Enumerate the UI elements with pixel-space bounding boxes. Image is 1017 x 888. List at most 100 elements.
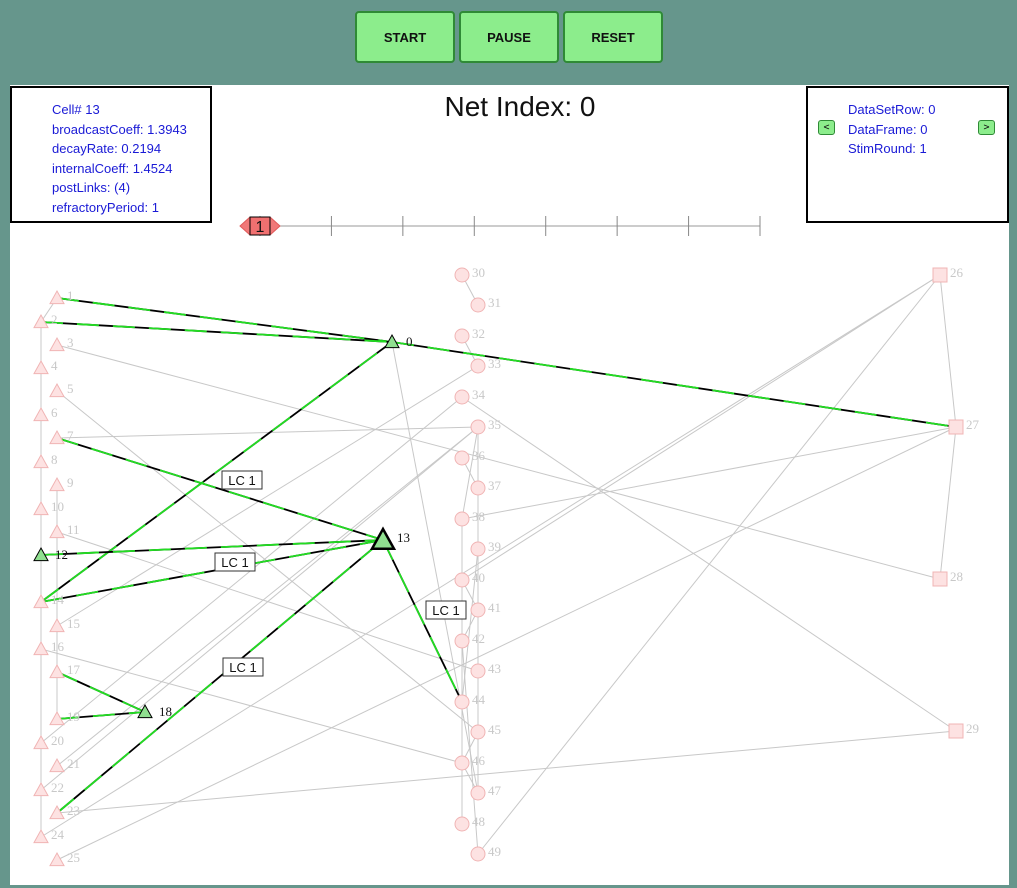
neuron-14[interactable] — [33, 593, 49, 609]
start-button[interactable]: START — [355, 11, 455, 63]
input-node-41[interactable] — [470, 602, 486, 618]
active-link-signal — [40, 539, 384, 556]
neuron-10[interactable] — [33, 500, 49, 516]
post-links: postLinks: (4) — [52, 180, 131, 196]
input-node-46[interactable] — [454, 755, 470, 771]
input-node-32[interactable] — [454, 328, 470, 344]
neuron-21[interactable] — [49, 757, 65, 773]
input-node-37[interactable] — [470, 480, 486, 496]
input-node-33[interactable] — [470, 358, 486, 374]
inactive-link — [40, 648, 463, 764]
neuron-13[interactable] — [369, 526, 397, 551]
neuron-19[interactable] — [49, 710, 65, 726]
input-node-42[interactable] — [454, 633, 470, 649]
input-node-48[interactable] — [454, 816, 470, 832]
neuron-17[interactable] — [49, 663, 65, 679]
active-link-signal — [382, 539, 463, 703]
inactive-link — [391, 341, 479, 794]
input-node-36[interactable] — [454, 450, 470, 466]
output-node-29[interactable] — [948, 723, 964, 739]
neuron-16[interactable] — [33, 640, 49, 656]
input-node-34[interactable] — [454, 389, 470, 405]
input-node-39[interactable] — [470, 541, 486, 557]
node-label-20: 20 — [51, 733, 64, 748]
input-node-40[interactable] — [454, 572, 470, 588]
node-label-2: 2 — [51, 312, 58, 327]
active-link-signal — [56, 437, 384, 541]
output-node-27[interactable] — [948, 419, 964, 435]
node-label-4: 4 — [51, 358, 58, 373]
neuron-22[interactable] — [33, 781, 49, 797]
active-link-signal — [56, 711, 146, 720]
node-label-1: 1 — [67, 288, 74, 303]
neuron-15[interactable] — [49, 617, 65, 633]
neuron-12[interactable] — [33, 546, 49, 562]
input-node-35[interactable] — [470, 419, 486, 435]
node-label-48: 48 — [472, 814, 485, 829]
node-label-43: 43 — [488, 661, 501, 676]
node-label-41: 41 — [488, 600, 501, 615]
inactive-link — [56, 344, 941, 580]
node-label-21: 21 — [67, 756, 80, 771]
node-label-27: 27 — [966, 417, 980, 432]
inactive-link — [56, 426, 479, 767]
neuron-24[interactable] — [33, 828, 49, 844]
link-label-box — [221, 470, 263, 490]
neuron-9[interactable] — [49, 476, 65, 492]
internal-coeff: internalCoeff: 1.4524 — [52, 160, 173, 176]
inactive-link — [939, 426, 957, 580]
prev-frame-button[interactable]: < — [818, 120, 835, 135]
input-node-43[interactable] — [470, 663, 486, 679]
pause-button[interactable]: PAUSE — [459, 11, 559, 63]
node-label-10: 10 — [51, 499, 64, 514]
timeline-marker-box[interactable] — [249, 216, 271, 236]
input-node-38[interactable] — [454, 511, 470, 527]
neuron-4[interactable] — [33, 359, 49, 375]
neuron-0[interactable] — [384, 333, 400, 349]
neuron-7[interactable] — [49, 429, 65, 445]
node-label-9: 9 — [67, 475, 74, 490]
neuron-20[interactable] — [33, 734, 49, 750]
broadcast-coeff: broadcastCoeff: 1.3943 — [52, 121, 187, 137]
node-label-35: 35 — [488, 417, 501, 432]
neuron-6[interactable] — [33, 406, 49, 422]
neuron-8[interactable] — [33, 453, 49, 469]
node-label-49: 49 — [488, 844, 501, 859]
reset-button[interactable]: RESET — [563, 11, 663, 63]
neuron-5[interactable] — [49, 382, 65, 398]
neuron-2[interactable] — [33, 313, 49, 329]
decay-rate: decayRate: 0.2194 — [52, 141, 162, 157]
input-node-31[interactable] — [470, 297, 486, 313]
node-label-25: 25 — [67, 850, 80, 865]
next-frame-button[interactable]: > — [978, 120, 995, 135]
net-index-title: Net Index: 0 — [444, 91, 596, 122]
node-label-11: 11 — [67, 522, 80, 537]
input-node-30[interactable] — [454, 267, 470, 283]
output-node-26[interactable] — [932, 267, 948, 283]
neuron-25[interactable] — [49, 851, 65, 867]
inactive-link — [56, 426, 479, 439]
node-label-33: 33 — [488, 356, 501, 371]
link-label-box — [425, 600, 467, 620]
node-label-42: 42 — [472, 631, 485, 646]
input-node-47[interactable] — [470, 785, 486, 801]
node-label-5: 5 — [67, 381, 74, 396]
node-label-8: 8 — [51, 452, 58, 467]
cell-info-panel: Cell# 13 broadcastCoeff: 1.3943 decayRat… — [10, 86, 212, 223]
input-node-44[interactable] — [454, 694, 470, 710]
neuron-3[interactable] — [49, 336, 65, 352]
node-label-37: 37 — [488, 478, 502, 493]
neuron-1[interactable] — [49, 289, 65, 305]
inactive-link — [461, 640, 479, 855]
active-link-signal — [391, 341, 957, 428]
link-label-box — [222, 657, 264, 677]
input-node-49[interactable] — [470, 846, 486, 862]
neuron-11[interactable] — [49, 523, 65, 539]
output-node-28[interactable] — [932, 571, 948, 587]
neuron-18[interactable] — [137, 703, 153, 719]
input-node-45[interactable] — [470, 724, 486, 740]
link-label-box — [214, 552, 256, 572]
network-graph[interactable]: 1012345678910111213141516171819202122232… — [10, 85, 1009, 885]
neuron-23[interactable] — [49, 804, 65, 820]
